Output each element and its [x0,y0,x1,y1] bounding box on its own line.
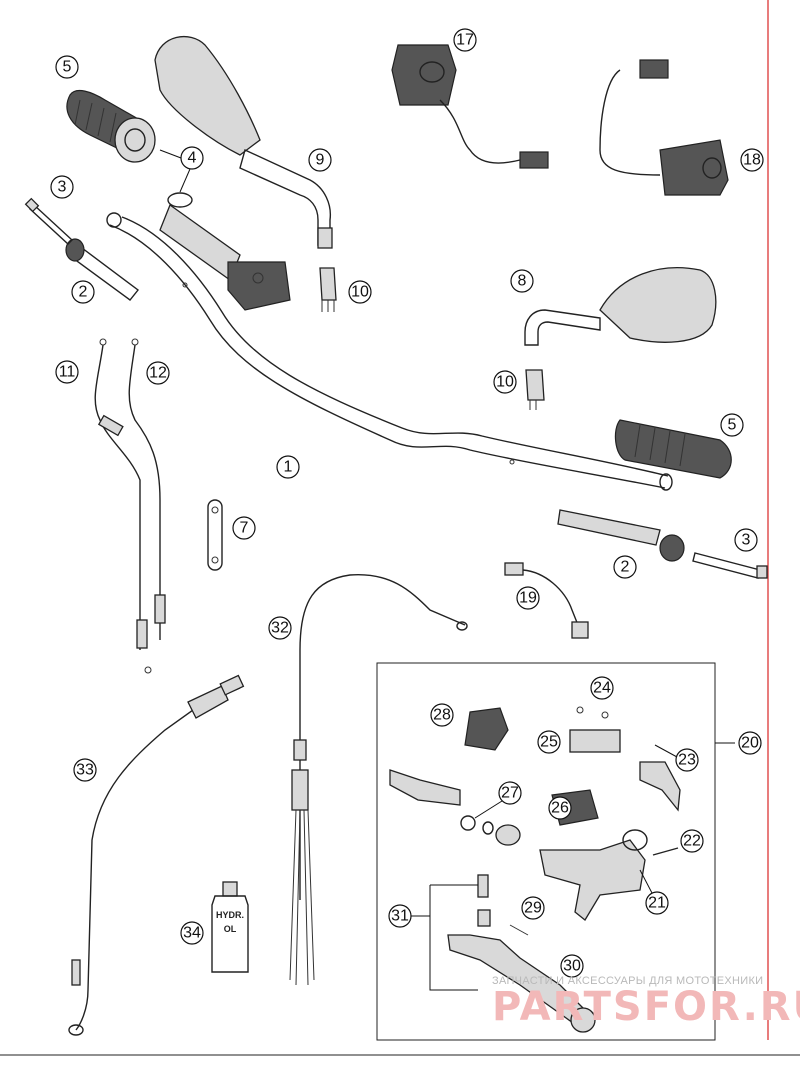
svg-text:5: 5 [63,59,72,76]
callout-21: 21 [645,891,669,915]
svg-text:22: 22 [683,833,701,850]
watermark-tagline: ЗАПЧАСТИ И АКСЕССУАРЫ ДЛЯ МОТОТЕХНИКИ [492,975,763,987]
svg-text:8: 8 [518,273,527,290]
callout-18: 18 [740,148,764,172]
sensor-cable [504,562,589,639]
mirror-adapter-left [319,267,337,312]
switch-right [599,59,729,196]
grip-left [66,89,156,163]
callout-20: 20 [738,731,762,755]
callout-10-right: 10 [493,370,517,394]
svg-text:19: 19 [519,590,537,607]
callout-32: 32 [268,616,292,640]
callout-34: 34 [180,921,204,945]
callout-23: 23 [675,748,699,772]
svg-text:2: 2 [79,284,88,301]
clutch-cable [289,574,468,986]
switch-left [391,44,549,169]
callout-22: 22 [680,829,704,853]
svg-text:30: 30 [563,958,581,975]
svg-text:18: 18 [743,152,761,169]
svg-text:23: 23 [678,752,696,769]
svg-text:26: 26 [551,800,569,817]
handlebar [106,212,673,491]
throttle-tube [159,192,291,311]
callout-31: 31 [388,904,412,928]
callout-8: 8 [510,269,534,293]
callout-17: 17 [453,28,477,52]
callout-29: 29 [521,896,545,920]
svg-text:4: 4 [188,150,197,167]
svg-text:12: 12 [149,365,167,382]
callout-12: 12 [146,361,170,385]
callout-10-top: 10 [348,280,372,304]
svg-text:10: 10 [351,284,369,301]
callout-19: 19 [516,586,540,610]
hydraulic-line [68,674,245,1036]
hydraulic-oil-bottle: HYDR. OL [211,881,249,973]
svg-text:32: 32 [271,620,289,637]
watermark-logo: PARTSFOR.RU [492,984,800,1030]
callout-24: 24 [590,676,614,700]
svg-text:25: 25 [540,734,558,751]
clutch-assembly-frame [376,662,716,1041]
callout-5-top: 5 [55,55,79,79]
svg-text:17: 17 [456,32,474,49]
bar-end-right [557,509,685,562]
svg-text:33: 33 [76,762,94,779]
bolt-left [24,197,74,245]
bolt-right [692,552,768,579]
callout-11: 11 [55,360,79,384]
svg-text:3: 3 [742,532,751,549]
clip-part [207,499,223,571]
callout-27: 27 [498,781,522,805]
svg-text:7: 7 [240,520,249,537]
svg-text:28: 28 [433,707,451,724]
svg-text:31: 31 [391,908,409,925]
throttle-cables [94,338,166,674]
callout-5-right: 5 [720,413,744,437]
svg-text:5: 5 [728,417,737,434]
svg-text:9: 9 [316,152,325,169]
callout-30: 30 [560,954,584,978]
callout-25: 25 [537,730,561,754]
callout-4: 4 [180,146,204,170]
callout-28: 28 [430,703,454,727]
callout-33: 33 [73,758,97,782]
svg-text:2: 2 [621,559,630,576]
mirror-adapter-right [525,369,545,410]
callout-3-left: 3 [50,175,74,199]
mirror-left [154,36,333,249]
bottle-label-line1: HYDR. [216,910,244,920]
mirror-right [524,267,717,346]
callout-9: 9 [308,148,332,172]
svg-text:3: 3 [58,179,67,196]
svg-text:10: 10 [496,374,514,391]
callout-2-right: 2 [613,555,637,579]
svg-text:20: 20 [741,735,759,752]
callout-3-right: 3 [734,528,758,552]
svg-text:1: 1 [284,459,293,476]
bottle-label-line2: OL [224,924,237,934]
callout-26: 26 [548,796,572,820]
svg-text:29: 29 [524,900,542,917]
callout-1: 1 [276,455,300,479]
svg-text:24: 24 [593,680,611,697]
svg-text:34: 34 [183,925,201,942]
callout-7: 7 [232,516,256,540]
svg-text:21: 21 [648,895,666,912]
bar-end-left [65,238,139,301]
svg-text:11: 11 [59,364,76,381]
svg-text:27: 27 [501,785,519,802]
callout-2-left: 2 [71,280,95,304]
grip-right [614,419,732,479]
